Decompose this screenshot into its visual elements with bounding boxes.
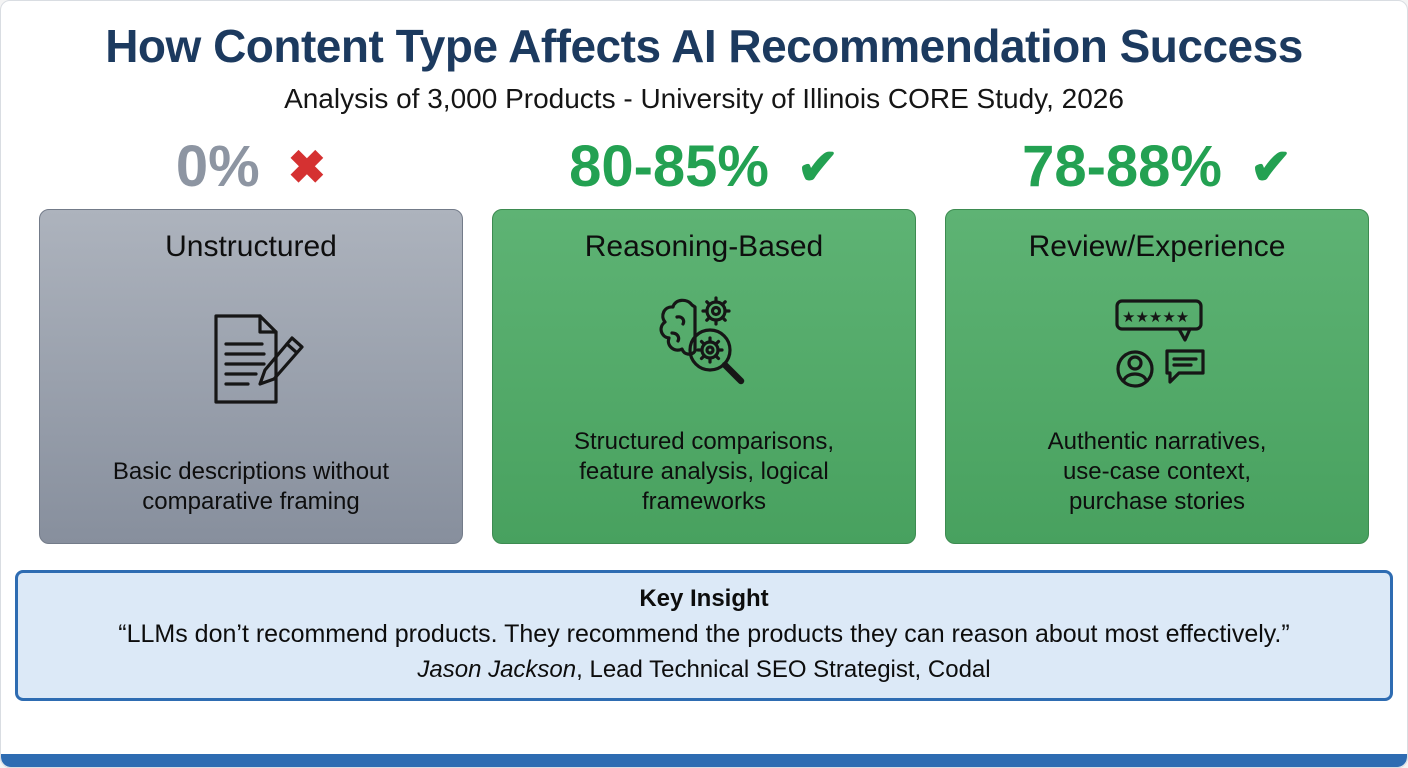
percent-value: 78-88% bbox=[1022, 134, 1222, 199]
bottom-accent-bar bbox=[1, 754, 1407, 767]
column-unstructured: 0% ✖ Unstructured bbox=[39, 125, 463, 544]
card-description: Authentic narratives, use-case context, … bbox=[1047, 428, 1267, 515]
content-type-columns: 0% ✖ Unstructured bbox=[1, 125, 1407, 544]
check-icon: ✔ bbox=[1250, 139, 1292, 195]
insight-title: Key Insight bbox=[639, 585, 769, 612]
percent-row-unstructured: 0% ✖ bbox=[39, 125, 463, 209]
insight-attribution: Jason Jackson, Lead Technical SEO Strate… bbox=[38, 656, 1370, 684]
percent-value: 0% bbox=[175, 134, 260, 199]
card-review-experience: Review/Experience ★★★★ bbox=[945, 209, 1369, 544]
svg-text:★★★★★: ★★★★★ bbox=[1122, 308, 1189, 326]
card-title: Reasoning-Based bbox=[584, 230, 824, 263]
card-reasoning-based: Reasoning-Based bbox=[492, 209, 916, 544]
percent-row-reasoning: 80-85% ✔ bbox=[492, 125, 916, 209]
card-title: Unstructured bbox=[165, 230, 337, 263]
insight-quote: “LLMs don’t recommend products. They rec… bbox=[118, 620, 1290, 648]
percent-row-review: 78-88% ✔ bbox=[945, 125, 1369, 209]
card-description: Structured comparisons, feature analysis… bbox=[573, 428, 835, 515]
document-pencil-icon bbox=[194, 264, 309, 457]
page-subtitle: Analysis of 3,000 Products - University … bbox=[284, 83, 1124, 114]
card-unstructured: Unstructured bbox=[39, 209, 463, 544]
review-stars-person-chat-icon: ★★★★★ bbox=[1095, 264, 1220, 427]
attribution-name: Jason Jackson bbox=[417, 656, 577, 683]
column-reasoning-based: 80-85% ✔ Reasoning-Based bbox=[492, 125, 916, 544]
column-review-experience: 78-88% ✔ Review/Experience bbox=[945, 125, 1369, 544]
card-title: Review/Experience bbox=[1028, 230, 1286, 263]
brain-gear-magnifier-icon bbox=[644, 264, 764, 427]
key-insight-box: Key Insight “LLMs don’t recommend produc… bbox=[15, 570, 1393, 701]
check-icon: ✔ bbox=[797, 139, 839, 195]
fail-x-icon: ✖ bbox=[287, 141, 327, 193]
attribution-role: , Lead Technical SEO Strategist, Codal bbox=[576, 656, 991, 683]
card-description: Basic descriptions without comparative f… bbox=[112, 458, 390, 515]
page-title: How Content Type Affects AI Recommendati… bbox=[105, 20, 1303, 72]
percent-value: 80-85% bbox=[569, 134, 769, 199]
